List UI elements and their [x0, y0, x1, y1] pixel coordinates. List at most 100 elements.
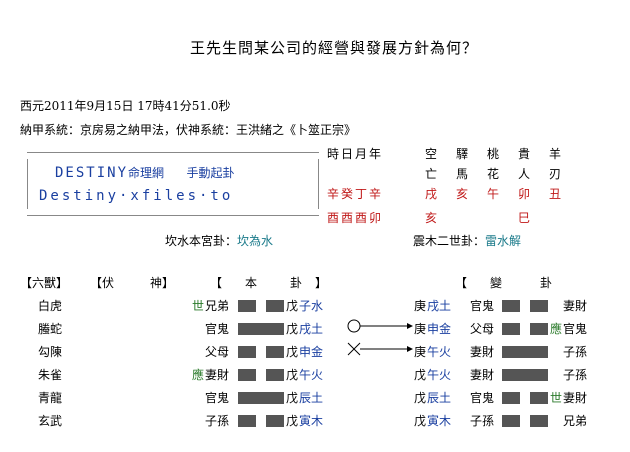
shensha-kong-1: 亡: [425, 167, 438, 181]
row-main-yao-right: [266, 415, 284, 427]
main-gua-label: 坎水本宮卦：坎為水: [165, 234, 274, 248]
row-najia-stem: 戊: [286, 322, 299, 336]
row-changed-branch: 辰土: [427, 391, 452, 405]
row-main-yao: [238, 323, 284, 335]
row-branch: 寅木: [299, 414, 324, 428]
main-gua-name: 坎為水: [237, 234, 274, 248]
row-fu-mark: 應: [550, 322, 563, 336]
row-relation: 父母: [205, 345, 230, 359]
row-changed-stem: 庚: [414, 322, 427, 336]
header-shen: 神】: [150, 276, 175, 290]
row-changed-branch: 午火: [427, 368, 452, 382]
row-branch: 子水: [299, 299, 324, 313]
shensha-yima-2: 亥: [456, 187, 469, 201]
shensha-taohua-2: 午: [487, 187, 500, 201]
row-relation: 官鬼: [205, 322, 230, 336]
header-ben-close: 】: [315, 276, 328, 290]
shensha-taohua-0: 桃: [487, 147, 500, 161]
row-changed-stem: 戊: [414, 391, 427, 405]
row-najia-stem: 戊: [286, 368, 299, 382]
row-fu-mark: 世: [550, 391, 563, 405]
row-changed-yao-left: [502, 415, 520, 427]
banner-mode: 手動起卦: [186, 166, 235, 180]
row-main-yao-left: [238, 300, 256, 312]
row-changed-relation: 子孫: [470, 414, 495, 428]
row-changed-stem: 戊: [414, 414, 427, 428]
calendar-stems: 辛癸丁辛: [327, 187, 384, 201]
header-liushou: 【六獸】: [20, 276, 69, 290]
header-ben: 本: [245, 276, 258, 290]
row-main-yao: [238, 392, 284, 404]
row-main-yao-right: [266, 369, 284, 381]
row-branch: 戌土: [299, 322, 324, 336]
row-beast: 白虎: [38, 299, 63, 313]
row-main-yao-left: [238, 369, 256, 381]
header-ben-open: 【: [210, 276, 223, 290]
row-changed-yao-left: [502, 323, 520, 335]
row-changed-relation: 官鬼: [470, 391, 495, 405]
yin-to-yang-mark: [347, 319, 361, 333]
header-ben-gua: 卦: [290, 276, 303, 290]
shensha-kong-3: 亥: [425, 211, 438, 225]
row-relation: 官鬼: [205, 391, 230, 405]
header-bian-gua: 卦: [540, 276, 553, 290]
shensha-kong-0: 空: [425, 147, 438, 161]
row-changed-yao-right: [530, 392, 548, 404]
row-changed-branch: 申金: [427, 322, 452, 336]
row-changed-relation: 妻財: [470, 368, 495, 382]
changed-gua-name: 雷水解: [485, 234, 522, 248]
page-title: 王先生問某公司的經營與發展方針為何？: [190, 39, 479, 57]
row-relation: 子孫: [205, 414, 230, 428]
header-bian: 變: [490, 276, 503, 290]
shensha-yima-0: 驛: [456, 147, 469, 161]
row-changed-yao-left: [502, 300, 520, 312]
row-changed-relation: 父母: [470, 322, 495, 336]
row-branch: 午火: [299, 368, 324, 382]
row-branch: 辰土: [299, 391, 324, 405]
row-changed-relation: 官鬼: [470, 299, 495, 313]
row-beast: 勾陳: [38, 345, 63, 359]
shensha-yangren-1: 刃: [549, 167, 562, 181]
row-changed-yao: [502, 346, 548, 358]
row-fu-relation: 妻財: [563, 299, 588, 313]
header-fu: 【伏: [90, 276, 115, 290]
row-najia-stem: 戊: [286, 345, 299, 359]
row-shi-ying-mark: 應: [192, 368, 205, 382]
row-changed-stem: 庚: [414, 345, 427, 359]
row-branch: 申金: [299, 345, 324, 359]
shensha-guiren-1: 人: [518, 167, 531, 181]
row-fu-relation: 兄弟: [563, 414, 588, 428]
row-relation: 兄弟: [205, 299, 230, 313]
destiny-banner: DESTINY命理網 手動起卦 Destiny·xfiles·to: [27, 152, 319, 216]
row-changed-yao-right: [530, 323, 548, 335]
row-fu-relation: 子孫: [563, 345, 588, 359]
system-line: 納甲系統：京房易之納甲法，伏神系統：王洪緒之《卜筮正宗》: [20, 123, 357, 137]
shensha-yima-1: 馬: [456, 167, 469, 181]
row-changed-yao: [502, 369, 548, 381]
date-line: 西元2011年9月15日 17時41分51.0秒: [20, 99, 231, 113]
row-najia-stem: 戊: [286, 414, 299, 428]
row-najia-stem: 戊: [286, 391, 299, 405]
row-changed-relation: 妻財: [470, 345, 495, 359]
shensha-guiren-3: 巳: [518, 211, 531, 225]
banner-url: Destiny·xfiles·to: [39, 188, 234, 204]
shensha-guiren-0: 貴: [518, 147, 531, 161]
row-fu-relation: 妻財: [563, 391, 588, 405]
row-beast: 朱雀: [38, 368, 63, 382]
shensha-yangren-0: 羊: [549, 147, 562, 161]
calendar-header: 時日月年: [327, 147, 384, 161]
row-main-yao-right: [266, 300, 284, 312]
row-najia-stem: 戊: [286, 299, 299, 313]
row-beast: 玄武: [38, 414, 63, 428]
shensha-yangren-2: 丑: [549, 187, 562, 201]
banner-brand-cn: 命理網: [128, 166, 165, 180]
row-changed-stem: 戊: [414, 368, 427, 382]
row-changed-branch: 午火: [427, 345, 452, 359]
header-bian-open: 【: [455, 276, 468, 290]
changed-gua-label: 震木二世卦：雷水解: [413, 234, 522, 248]
row-beast: 青龍: [38, 391, 63, 405]
row-changed-stem: 庚: [414, 299, 427, 313]
row-changed-branch: 寅木: [427, 414, 452, 428]
row-main-yao-right: [266, 346, 284, 358]
row-changed-branch: 戌土: [427, 299, 452, 313]
